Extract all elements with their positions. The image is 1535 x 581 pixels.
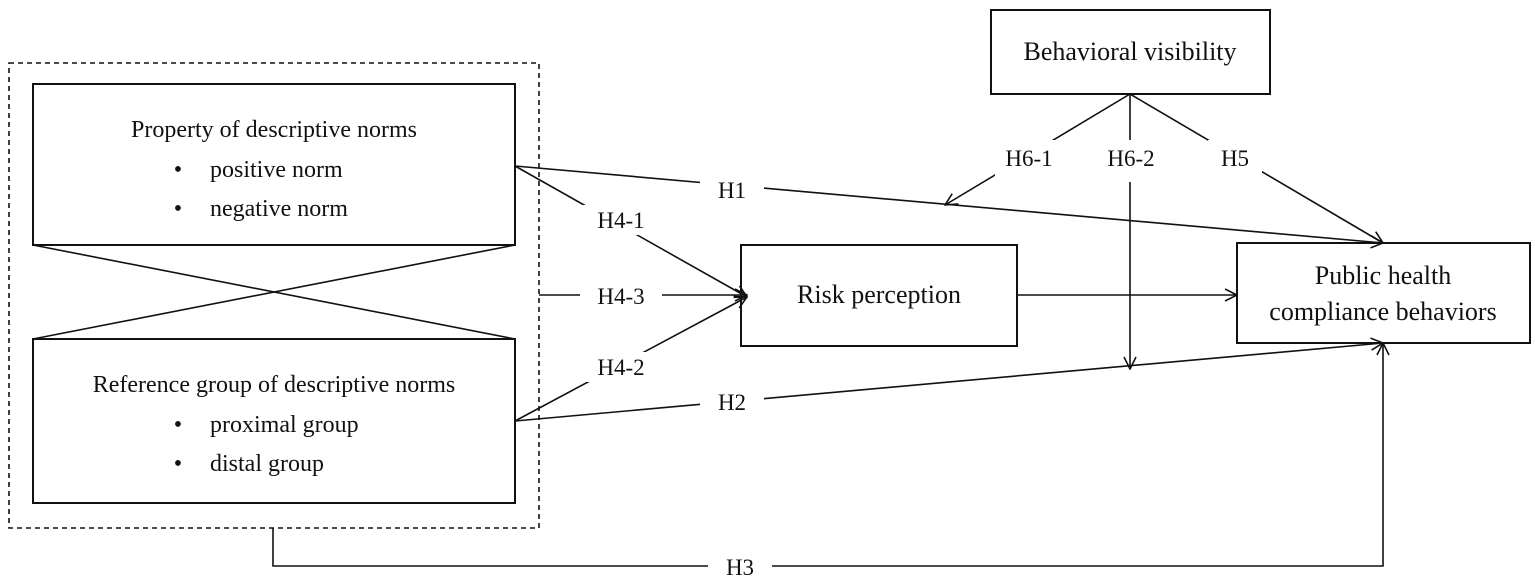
bullet-icon: • (174, 157, 182, 183)
norms-cross-line (32, 244, 516, 340)
behavioral-visibility-box: Behavioral visibility (990, 9, 1271, 95)
reference-group-title: Reference group of descriptive norms (93, 372, 456, 398)
descriptive-norms-group-frame (8, 62, 540, 529)
bullet-icon: • (174, 412, 182, 438)
property-norms-box: Property of descriptive norms • positive… (32, 83, 516, 246)
bullet-icon: • (174, 196, 182, 222)
path-label-h4-1: H4-1 (597, 208, 644, 233)
path-h2-line (514, 343, 1383, 422)
behavioral-visibility-label: Behavioral visibility (1023, 37, 1236, 66)
path-label-h4-3: H4-3 (597, 284, 644, 309)
path-label-h4-2: H4-2 (597, 355, 644, 380)
compliance-label-line1: Public health (1315, 261, 1451, 290)
bullet-icon: • (174, 451, 182, 477)
path-label-h1: H1 (718, 178, 746, 203)
path-h3-line (272, 343, 1383, 567)
compliance-behaviors-box: Public health compliance behaviors (1236, 242, 1531, 344)
distal-group-item: distal group (210, 451, 324, 477)
risk-perception-label: Risk perception (797, 280, 961, 309)
property-norms-title: Property of descriptive norms (131, 117, 417, 143)
proximal-group-item: proximal group (210, 412, 359, 438)
path-label-h6-2: H6-2 (1107, 146, 1154, 171)
risk-perception-box: Risk perception (740, 244, 1018, 347)
compliance-label-line2: compliance behaviors (1269, 297, 1496, 326)
path-label-h5: H5 (1221, 146, 1249, 171)
path-label-h2: H2 (718, 390, 746, 415)
path-label-h6-1: H6-1 (1005, 146, 1052, 171)
path-label-h3: H3 (726, 555, 754, 580)
positive-norm-item: positive norm (210, 157, 343, 183)
negative-norm-item: negative norm (210, 196, 348, 222)
reference-group-box: Reference group of descriptive norms • p… (32, 338, 516, 504)
